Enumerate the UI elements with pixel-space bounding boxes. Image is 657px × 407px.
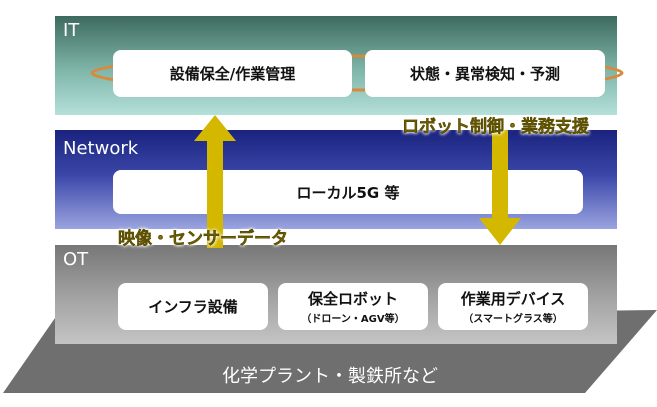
network-layer-label: Network (63, 138, 139, 159)
ot-box-infrastructure: インフラ設備 (118, 283, 268, 330)
ot-box-title: 保全ロボット (307, 290, 398, 308)
it-box-label: 設備保全/作業管理 (169, 65, 296, 83)
ot-layer-label: OT (63, 249, 89, 270)
floor-label: 化学プラント・製鉄所など (222, 366, 438, 387)
it-layer-label: IT (63, 20, 80, 41)
down-flow-label: ロボット制御・業務支援 (402, 117, 589, 137)
it-box-detection: 状態・異常検知・予測 (365, 50, 605, 97)
ot-box-subtitle: （ドローン・AGV等） (301, 314, 405, 325)
ot-box-subtitle: （スマートグラス等） (463, 314, 563, 325)
ring-connector-icon (90, 54, 624, 92)
up-arrow-icon (194, 115, 236, 248)
it-box-maintenance: 設備保全/作業管理 (113, 50, 352, 97)
ot-box-title: インフラ設備 (148, 298, 238, 316)
ot-box-work-device: 作業用デバイス （スマートグラス等） (438, 283, 588, 330)
down-arrow-icon (479, 130, 521, 245)
network-box-label: ローカル5G 等 (296, 183, 400, 202)
up-flow-label: 映像・センサーデータ (118, 229, 288, 249)
ot-box-title: 作業用デバイス (460, 290, 566, 308)
it-box-label: 状態・異常検知・予測 (409, 65, 560, 83)
ot-box-maintenance-robot: 保全ロボット （ドローン・AGV等） (278, 283, 428, 330)
